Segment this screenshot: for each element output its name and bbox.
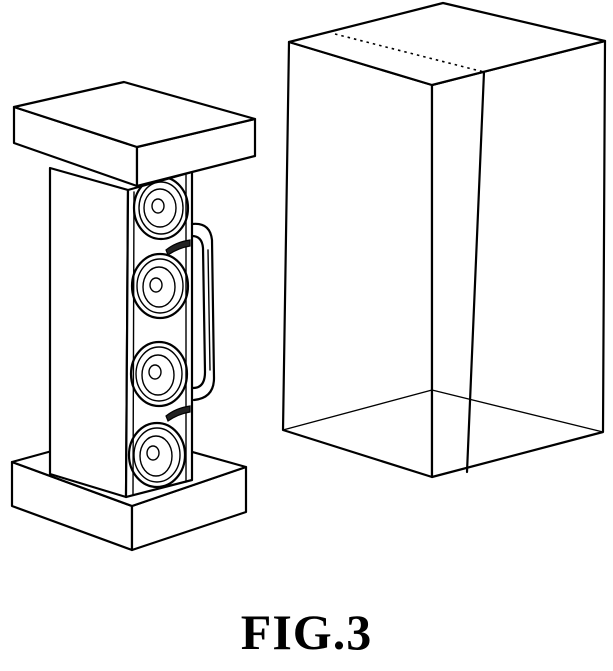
driver-separator-2 (165, 405, 191, 422)
handle-grip-line (207, 249, 211, 371)
top-cushion-top (12, 80, 257, 149)
handle-inner (190, 234, 207, 390)
figure-caption: FIG.3 (240, 604, 373, 660)
front-panel-bevel-left (132, 191, 135, 496)
speaker-driver-3 (129, 340, 189, 408)
sleeve-top-face (287, 1, 607, 87)
speaker-cabinet (48, 166, 216, 499)
speaker-driver-2 (130, 252, 190, 320)
driver-separator-1 (165, 239, 191, 256)
speaker-driver-1 (132, 175, 190, 241)
cabinet-left-panel (48, 166, 130, 499)
handle-outer (190, 222, 216, 402)
sleeve-inner-edge (465, 70, 486, 474)
speaker-driver-4 (127, 421, 187, 489)
speaker-assembly (10, 80, 257, 552)
box-sleeve (281, 1, 607, 479)
sleeve-left-face (281, 40, 434, 479)
carry-handle (190, 222, 216, 402)
top-cushion (12, 80, 257, 188)
